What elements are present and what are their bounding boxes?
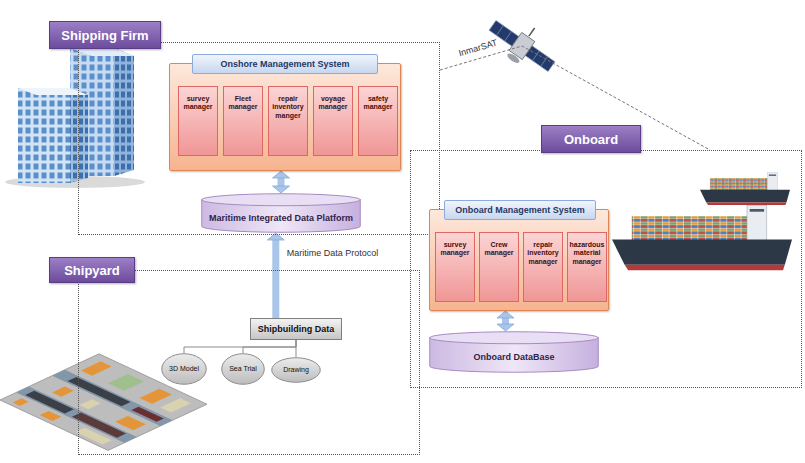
data-flow-arrow — [267, 233, 284, 318]
tree-line — [296, 340, 297, 357]
node-label: hazardous material manager — [569, 241, 605, 266]
office-building — [5, 48, 145, 188]
region-title: Onboard — [541, 125, 641, 153]
node-label: Sea Trial — [225, 365, 261, 373]
node-label: Fleet manager — [225, 95, 261, 112]
manager-box: voyage manager — [313, 86, 353, 156]
data-flow-arrow — [497, 311, 514, 331]
connector-line — [278, 178, 285, 187]
arrow-head — [497, 311, 514, 318]
management-panel: Onshore Management Systemsurvey managerF… — [169, 63, 401, 171]
manager-box: hazardous material manager — [567, 232, 607, 302]
management-panel: Onboard Management Systemsurvey managerC… — [429, 209, 609, 311]
data-ellipse: Sea Trial — [221, 353, 265, 385]
node-label: Crew manager — [481, 241, 517, 258]
manager-box: Crew manager — [479, 232, 519, 302]
manager-box: survey manager — [435, 232, 475, 302]
manager-box: repair inventory manger — [268, 86, 308, 156]
connector-line — [296, 340, 297, 357]
shipyard-aerial — [0, 354, 207, 451]
data-ellipse: 3D Model — [161, 353, 207, 385]
node-label: repair inventory manager — [525, 241, 561, 266]
arrow-head — [497, 324, 514, 331]
manager-box: survey manager — [178, 86, 218, 156]
manager-box: safety manager — [358, 86, 398, 156]
manager-box: Fleet manager — [223, 86, 263, 156]
node-label: 3D Model — [165, 365, 203, 373]
connector-label: Maritime Data Protocol — [285, 248, 381, 258]
connector-line — [502, 318, 509, 325]
node-label: Drawing — [279, 366, 313, 374]
node-label: voyage manager — [315, 95, 351, 112]
region-frame: OnboardOnboard Management Systemsurvey m… — [410, 150, 802, 388]
database-cylinder: Onboard DataBase — [429, 331, 599, 373]
node-label: Onboard DataBase — [467, 352, 560, 363]
tree-line — [184, 340, 296, 353]
node-label: Maritime Integrated Data Platform — [203, 213, 359, 224]
tree-line — [243, 340, 296, 353]
panel-header: Onshore Management System — [192, 54, 378, 74]
manager-box: repair inventory manager — [523, 232, 563, 302]
data-box: Shipbuilding Data — [250, 318, 342, 340]
database-cylinder: Maritime Integrated Data Platform — [201, 193, 361, 233]
node-label: survey manager — [437, 241, 473, 258]
data-flow-arrow — [273, 171, 290, 193]
connector-line — [184, 340, 296, 353]
region-title: Shipyard — [49, 257, 135, 283]
arrow-head — [273, 186, 290, 193]
node-label: safety manager — [360, 95, 396, 112]
arrow-head — [273, 171, 290, 178]
node-label: survey manager — [180, 95, 216, 112]
node-label: Shipbuilding Data — [258, 324, 335, 334]
region-frame: ShipyardShipbuilding Data3D ModelSea Tri… — [78, 270, 420, 455]
region-title: Shipping Firm — [49, 21, 161, 49]
connector-line — [243, 340, 296, 353]
connector-label: InmarSAT — [456, 37, 501, 59]
data-ellipse: Drawing — [271, 357, 321, 383]
node-label: repair inventory manger — [270, 95, 306, 120]
connector-line — [272, 240, 279, 319]
panel-header: Onboard Management System — [444, 200, 596, 220]
container-ships — [612, 173, 792, 271]
region-frame: Shipping FirmOnshore Management Systemsu… — [78, 42, 440, 235]
